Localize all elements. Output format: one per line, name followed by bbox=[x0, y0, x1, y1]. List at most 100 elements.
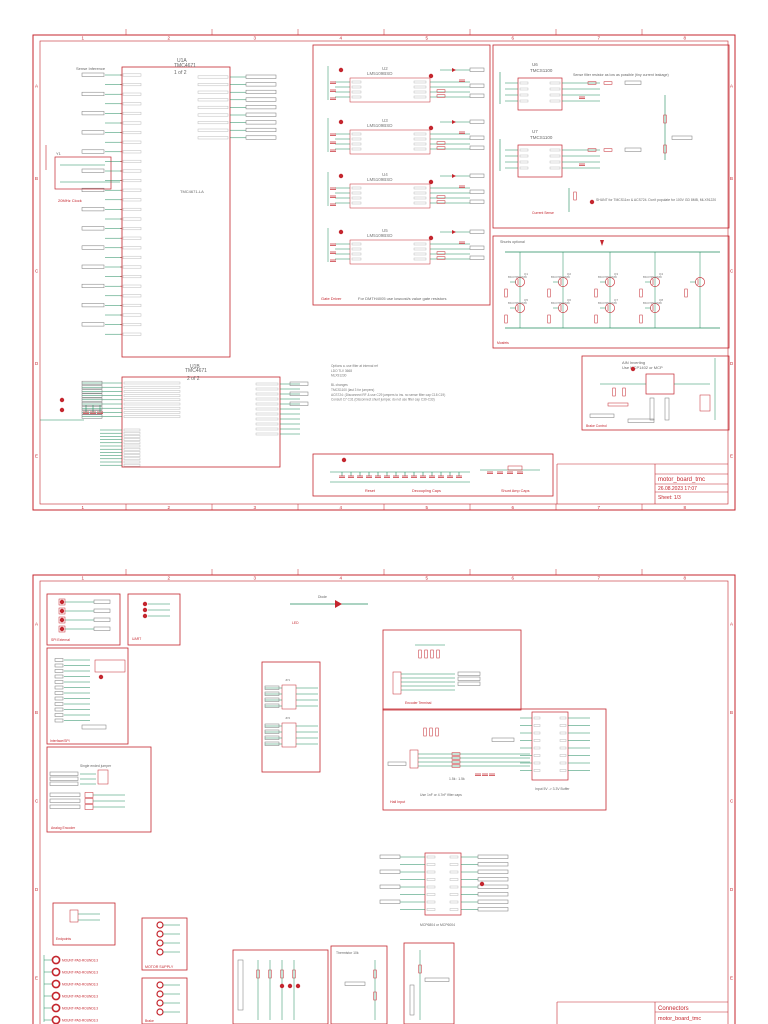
column-label: 8 bbox=[684, 505, 687, 510]
hall-frame bbox=[382, 708, 607, 811]
pin-name bbox=[351, 196, 362, 200]
column-label: 5 bbox=[426, 576, 429, 581]
encoder-net bbox=[457, 676, 481, 681]
row-label: C bbox=[35, 269, 39, 274]
u1a-pin-name bbox=[122, 198, 142, 202]
ntc-net-vert bbox=[409, 984, 415, 1016]
u1b-net bbox=[289, 401, 309, 406]
pin-name bbox=[519, 99, 529, 103]
u1b-pin-name bbox=[255, 407, 279, 411]
led-label: LED bbox=[292, 621, 299, 625]
hall-resistor bbox=[451, 760, 461, 764]
jumper-net bbox=[264, 741, 280, 746]
u1b-pin-name bbox=[255, 432, 279, 436]
brake-terminal bbox=[156, 999, 164, 1007]
connector-pin bbox=[59, 608, 65, 614]
u1b-pin-name bbox=[123, 398, 181, 402]
analog-net bbox=[49, 798, 81, 803]
gate-driver-part: LM5109BSD bbox=[367, 71, 393, 76]
pin-name bbox=[413, 80, 427, 84]
mount-hole bbox=[51, 1003, 61, 1013]
notes-block: Options a. use filter at internal refLDO… bbox=[331, 364, 445, 402]
vcc-point bbox=[338, 119, 344, 125]
brake-point bbox=[630, 366, 636, 372]
note-line: ACS724: (Disconnect RF & use C29 jumpers… bbox=[331, 393, 445, 397]
u1b-pin-name bbox=[123, 435, 141, 438]
gate-pulldown bbox=[639, 314, 643, 324]
analog-net bbox=[49, 804, 81, 809]
pin-name bbox=[449, 855, 459, 859]
u1a-pin-name bbox=[122, 121, 142, 125]
test-point bbox=[59, 397, 65, 403]
pin-name bbox=[413, 191, 427, 195]
pin-name bbox=[533, 761, 541, 765]
row-label: C bbox=[35, 799, 39, 804]
brake-net bbox=[627, 418, 655, 423]
u1a-net-right bbox=[245, 127, 277, 132]
brake-terminal bbox=[156, 981, 164, 989]
analog-pin bbox=[84, 792, 94, 798]
column-label: 5 bbox=[426, 505, 429, 510]
buffer-net bbox=[491, 737, 515, 742]
u1b-pins bbox=[40, 380, 309, 467]
gate-driver-ic bbox=[349, 239, 431, 265]
gate-resistor bbox=[436, 89, 446, 93]
pin-name bbox=[426, 900, 436, 904]
pin-name bbox=[413, 95, 427, 99]
encoder-pullup bbox=[436, 649, 440, 659]
column-label: 4 bbox=[340, 576, 343, 581]
jumper-net bbox=[264, 685, 280, 690]
pin-name bbox=[519, 93, 529, 97]
u1a-pin-name bbox=[122, 169, 142, 173]
u1a-symbol bbox=[121, 66, 231, 358]
mosfet-part: BSC070N10NS5 bbox=[508, 276, 527, 279]
hall-label: Hall Input bbox=[390, 800, 405, 804]
column-label: 2 bbox=[168, 505, 171, 510]
connector-pin bbox=[59, 617, 65, 623]
pin-name bbox=[426, 908, 436, 911]
gate-net bbox=[469, 245, 485, 250]
u1a-pin-name bbox=[197, 113, 229, 117]
supply-terminal bbox=[156, 948, 164, 956]
spi-net bbox=[93, 617, 111, 622]
hall-resistor bbox=[451, 764, 461, 768]
u1a-pin-name bbox=[197, 121, 229, 125]
brake-label-2: Brake bbox=[145, 1019, 154, 1023]
u1a-net-left bbox=[81, 322, 105, 327]
encoder-frame bbox=[382, 629, 522, 711]
title-name-2: Connectors bbox=[658, 1006, 689, 1012]
bottom-caps-frame bbox=[312, 453, 554, 497]
u1a-pin-name bbox=[122, 246, 142, 250]
mcp-net bbox=[477, 862, 509, 867]
u1a-net-left bbox=[81, 91, 105, 96]
title-project-2: motor_board_tmc bbox=[658, 1016, 701, 1022]
u1b-net bbox=[289, 381, 309, 386]
thermistor-label: Thermistor 10k bbox=[336, 951, 359, 955]
u1b-pin-name bbox=[123, 394, 181, 397]
shunt-jumper bbox=[589, 199, 595, 205]
gate-driver-ic bbox=[349, 77, 431, 103]
u1b-pin-name bbox=[123, 406, 181, 410]
pin-name bbox=[351, 257, 362, 261]
regulator-ic bbox=[94, 659, 126, 673]
u1b-ref: U1B bbox=[190, 364, 200, 370]
brake-frame-2 bbox=[141, 977, 188, 1024]
u1a-net-left bbox=[81, 283, 105, 288]
reset-point bbox=[341, 457, 347, 463]
u1a-pin-name bbox=[197, 128, 229, 132]
brake-switch bbox=[699, 394, 711, 412]
vcc-point bbox=[338, 173, 344, 179]
mosfet-part: BSC070N10NS5 bbox=[598, 302, 617, 305]
gate-driver-label: Gate Driver bbox=[321, 296, 342, 301]
interface-net bbox=[81, 724, 107, 730]
row-label: B bbox=[35, 710, 38, 715]
gate-net bbox=[469, 119, 485, 124]
brake-label-vert bbox=[649, 397, 655, 421]
gate-net bbox=[469, 145, 485, 150]
title-date: 26.08.2023 17:07 bbox=[658, 486, 697, 492]
u1a-pin-name bbox=[122, 313, 142, 317]
u1a-pin-name bbox=[197, 136, 229, 140]
